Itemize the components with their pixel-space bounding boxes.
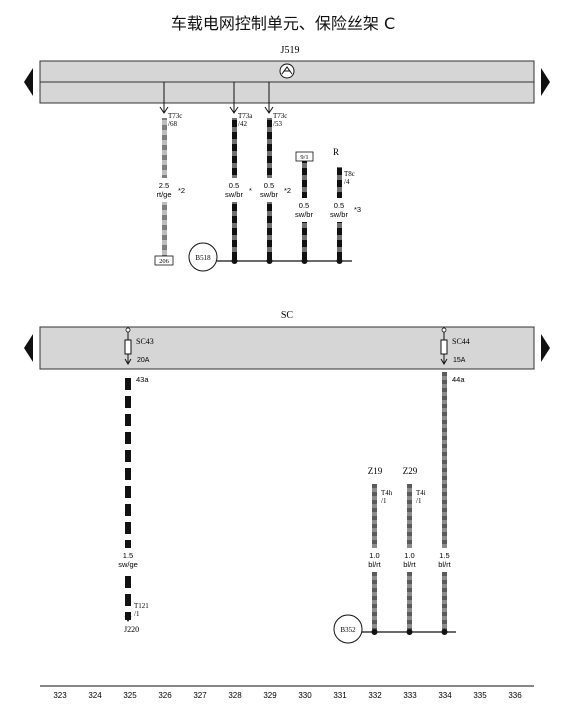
reference-box-206: [154, 255, 174, 266]
fuse-sc43-label: SC43: [136, 337, 154, 346]
wire-note-2: *: [249, 186, 252, 195]
pin-conn-1: T73c: [168, 112, 182, 120]
z29-size: 1.0: [404, 551, 414, 560]
t121-conn: T121: [134, 602, 149, 610]
ground-label-b352: B352: [340, 626, 356, 634]
scale-label: 335: [473, 691, 487, 700]
wire-size-5: 0.5: [334, 201, 344, 210]
pin-num-2: /42: [238, 120, 247, 128]
connector-box-9-1-label: 9/1: [300, 154, 308, 161]
wire-note-1: *2: [178, 186, 185, 195]
relay-label: R: [333, 147, 339, 157]
scale-label: 330: [298, 691, 312, 700]
wire-color-3: sw/br: [260, 190, 278, 199]
wire-44a: [442, 372, 447, 632]
scale-label: 331: [333, 691, 347, 700]
z19-label: Z19: [368, 466, 383, 476]
wire-color-43a: sw/ge: [118, 560, 138, 569]
wire-43a: [125, 372, 131, 620]
scale-label: 326: [158, 691, 172, 700]
wire-note-5: *3: [354, 205, 361, 214]
scroll-right-arrow-top[interactable]: [541, 68, 550, 96]
scale-label: 324: [88, 691, 102, 700]
scale-labels: 323 324 325 326 327 328 329 330 331 332 333 334 335 3…: [53, 691, 522, 700]
scale-label: 329: [263, 691, 277, 700]
fuse-sc44-label: SC44: [452, 337, 470, 346]
ground-label-b518: B518: [195, 254, 211, 262]
wire-size-44a: 1.5: [439, 551, 449, 560]
scale-label: 328: [228, 691, 242, 700]
pin-num-3: /53: [273, 120, 282, 128]
wire-size-1: 2.5: [159, 181, 169, 190]
pin-conn-3: T73c: [273, 112, 287, 120]
relay-conn: T8c: [344, 170, 355, 178]
ground-point-b518: [188, 242, 218, 272]
z19-color: bl/rt: [368, 560, 381, 569]
unit-label-j519: J519: [281, 45, 300, 56]
scroll-left-arrow-top[interactable]: [24, 68, 33, 96]
ground-point-b352: [333, 614, 363, 644]
fuse-sc43-rating: 20A: [137, 357, 150, 364]
ground-junctions-bottom: [371, 629, 448, 635]
scale-label: 334: [438, 691, 452, 700]
z29-pin: /1: [416, 497, 422, 505]
t121-pin: /1: [134, 610, 140, 618]
scale-label: 327: [193, 691, 207, 700]
fuse-sc44-icon: [440, 327, 448, 365]
scale-label: 325: [123, 691, 137, 700]
wire-size-3: 0.5: [264, 181, 274, 190]
connector-box-9-1: [295, 151, 314, 162]
sc-unit-box: [39, 326, 535, 370]
wire-size-4: 0.5: [299, 201, 309, 210]
scale-label: 336: [508, 691, 522, 700]
fuse-sc43-icon: [124, 327, 132, 365]
wire-id-44a: 44a: [452, 375, 465, 384]
z29-color: bl/rt: [403, 560, 416, 569]
ground-junctions-top: [231, 258, 343, 264]
wire-color-1: rt/ge: [156, 190, 171, 199]
j220-label: J220: [124, 625, 139, 634]
z29-label: Z29: [403, 466, 418, 476]
wire-color-44a: bl/rt: [438, 560, 451, 569]
unit-label-sc: SC: [281, 310, 294, 321]
wire-size-43a: 1.5: [123, 551, 133, 560]
wire-color-5: sw/br: [330, 210, 348, 219]
relay-pin: /4: [344, 178, 350, 186]
scroll-right-arrow-bottom[interactable]: [541, 334, 550, 362]
wiper-icon: [279, 63, 295, 79]
fuse-sc44-rating: 15A: [453, 357, 466, 364]
wire-size-2: 0.5: [229, 181, 239, 190]
pin-num-1: /68: [168, 120, 177, 128]
page-title: 车载电网控制单元、保险丝架 C: [170, 14, 396, 33]
reference-box-206-label: 206: [159, 258, 170, 265]
wire-id-43a: 43a: [136, 375, 149, 384]
t121-arrow: [124, 615, 132, 622]
pin-arrows: [159, 82, 274, 114]
pin-conn-2: T73a: [238, 112, 253, 120]
scale-label: 332: [368, 691, 382, 700]
z19-pin: /1: [381, 497, 387, 505]
z19-size: 1.0: [369, 551, 379, 560]
z29-conn: T4i: [416, 489, 426, 497]
scale-label: 323: [53, 691, 67, 700]
wire-note-3: *2: [284, 186, 291, 195]
wire-color-4: sw/br: [295, 210, 313, 219]
scale-label: 333: [403, 691, 417, 700]
z19-conn: T4h: [381, 489, 393, 497]
scroll-left-arrow-bottom[interactable]: [24, 334, 33, 362]
wire-color-2: sw/br: [225, 190, 243, 199]
